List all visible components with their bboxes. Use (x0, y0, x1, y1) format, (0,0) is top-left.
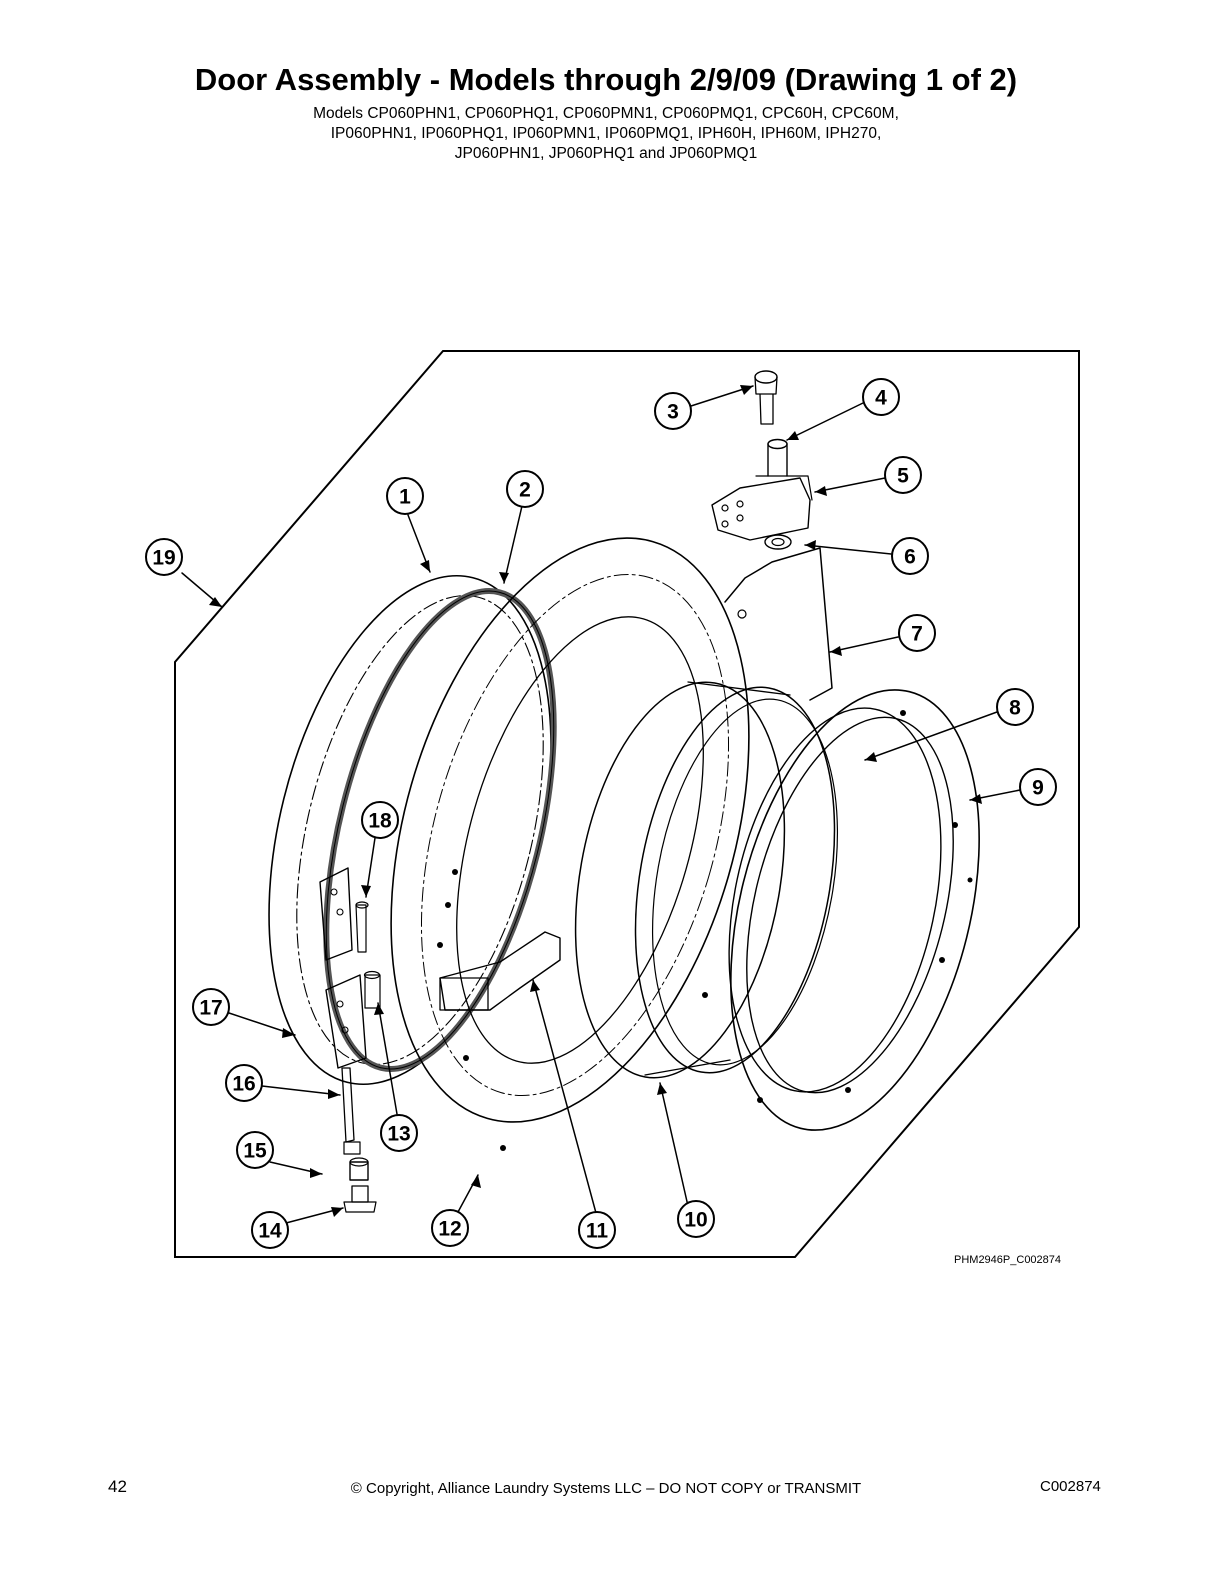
hinge-bolt (341, 1067, 361, 1155)
models-line: IP060PHN1, IP060PHQ1, IP060PMN1, IP060PM… (330, 125, 882, 142)
callout-2 (506, 470, 544, 508)
models-line: JP060PHN1, JP060PHQ1 and JP060PMQ1 (454, 145, 758, 162)
models-list: Models CP060PHN1, CP060PHQ1, CP060PMN1, … (0, 104, 1212, 164)
callout-5 (884, 456, 922, 494)
page-number: 42 (108, 1477, 127, 1496)
glass-ring (728, 707, 942, 1093)
door-cylinder (574, 681, 839, 1079)
callout-3 (654, 392, 692, 430)
callout-4 (862, 378, 900, 416)
callout-label: 7 (911, 623, 923, 646)
door-hinge-plate (319, 867, 381, 1069)
callout-label: 19 (152, 547, 175, 570)
models-line: Models CP060PHN1, CP060PHQ1, CP060PMN1, … (313, 105, 899, 122)
callout-17 (192, 988, 230, 1026)
callout-19 (145, 538, 183, 576)
callout-label: 12 (438, 1218, 461, 1241)
callout-10 (677, 1200, 715, 1238)
callout-label: 4 (875, 387, 887, 410)
door-handle (439, 931, 561, 1011)
gasket-ring (323, 588, 557, 1072)
callout-label: 14 (258, 1220, 282, 1243)
figure-id: PHM2946P_C002874 (954, 1254, 1062, 1266)
callout-label: 6 (904, 546, 916, 569)
drawing-border (174, 350, 1080, 1258)
callout-label: 2 (519, 479, 531, 502)
callout-13 (380, 1114, 418, 1152)
callout-8 (996, 688, 1034, 726)
callout-label: 10 (684, 1209, 707, 1232)
shoulder-screw (754, 370, 778, 425)
page-title: Door Assembly - Models through 2/9/09 (D… (194, 62, 1018, 97)
bushing (343, 1185, 377, 1213)
callout-label: 15 (243, 1140, 267, 1163)
callout-12 (431, 1209, 469, 1247)
callout-label: 9 (1032, 777, 1044, 800)
callout-15 (236, 1131, 274, 1169)
hinge-pin (767, 438, 788, 477)
callout-6 (891, 537, 929, 575)
callout-labels: 1 2 3 4 5 6 7 8 9 10 11 12 13 14 15 16 1… (152, 387, 1044, 1243)
spacer (349, 1157, 369, 1181)
callout-label: 13 (387, 1123, 410, 1146)
callout-label: 8 (1009, 697, 1021, 720)
hinge-bracket (711, 475, 833, 701)
callout-label: 1 (399, 486, 411, 509)
callout-1 (386, 477, 424, 515)
copyright-notice: © Copyright, Alliance Laundry Systems LL… (350, 1480, 862, 1497)
callout-bubbles (145, 378, 1057, 1249)
callout-11 (578, 1211, 616, 1249)
callout-9 (1019, 768, 1057, 806)
callout-label: 3 (667, 401, 679, 424)
callout-16 (225, 1064, 263, 1102)
callout-label: 16 (232, 1073, 255, 1096)
callout-label: 11 (586, 1220, 609, 1243)
callout-label: 17 (199, 997, 222, 1020)
document-code: C002874 (1040, 1478, 1101, 1495)
callout-label: 18 (368, 810, 392, 833)
callout-14 (251, 1211, 289, 1249)
callout-18 (361, 801, 399, 839)
leader-lines (181, 385, 1021, 1224)
outer-trim-ring (702, 689, 980, 1131)
callout-label: 5 (897, 465, 909, 488)
callout-7 (898, 614, 936, 652)
leader-arrowheads (209, 385, 982, 1217)
door-frame (390, 537, 750, 1151)
